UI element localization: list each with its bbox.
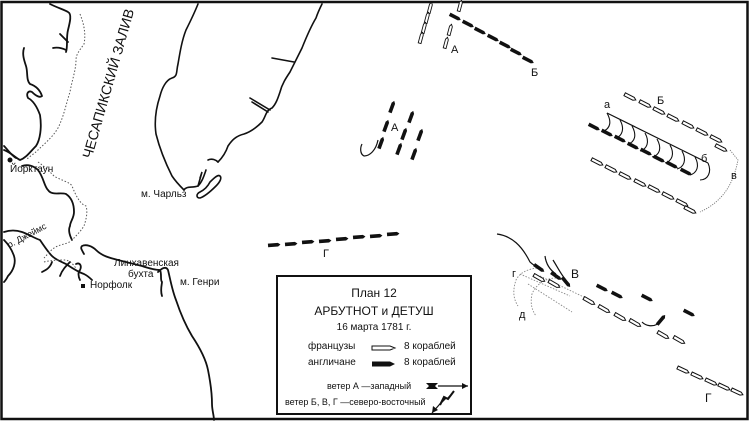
position-right-b-lower: б xyxy=(701,153,708,165)
place-cape-henry: м. Генри xyxy=(180,277,220,288)
legend-wind-a: ветер А —западный xyxy=(327,381,412,391)
place-yorktown: Йорктаун xyxy=(10,164,54,175)
legend-plan: План 12 xyxy=(351,286,397,300)
position-center-g: Г xyxy=(323,248,329,260)
place-lynnhaven-bay-2: бухта xyxy=(128,269,154,280)
legend-box: План 12 АРБУТНОТ и ДЕТУШ 16 марта 1781 г… xyxy=(276,275,472,415)
place-norfolk: Норфолк xyxy=(90,280,133,291)
position-right-a: а xyxy=(604,99,611,111)
place-cape-charles: м. Чарльз xyxy=(141,189,187,200)
east-coastline xyxy=(154,3,323,199)
legend-date: 16 марта 1781 г. xyxy=(336,322,412,333)
french-line-right-lower xyxy=(590,157,698,215)
position-bottom-g: Г xyxy=(705,391,712,405)
legend-french-label: французы xyxy=(308,341,356,352)
position-center-a: А xyxy=(391,122,399,134)
place-lynnhaven-bay-1: Линхавенская xyxy=(114,258,179,269)
legend-title: АРБУТНОТ и ДЕТУШ xyxy=(314,304,434,318)
position-lower-g: г xyxy=(512,268,517,280)
legend-wind-bvg: ветер Б, В, Г —северо-восточный xyxy=(285,397,426,407)
legend-french-count: 8 кораблей xyxy=(404,341,456,352)
legend-english-count: 8 кораблей xyxy=(404,357,456,368)
west-coastline xyxy=(3,3,215,421)
engagement-lower xyxy=(496,233,696,346)
norfolk-marker xyxy=(81,284,85,288)
position-top-b: Б xyxy=(531,67,539,79)
yorktown-marker xyxy=(7,157,13,163)
french-line-top-a xyxy=(417,0,464,50)
engagement-right xyxy=(587,112,711,181)
english-line-center-g xyxy=(267,231,400,248)
shoal-lines xyxy=(25,13,88,269)
wind-arrows-icon xyxy=(426,383,468,414)
legend-english-label: англичане xyxy=(308,357,356,368)
position-lower-v: В xyxy=(571,267,580,281)
english-ship-icon xyxy=(372,361,395,367)
position-top-a: А xyxy=(451,44,459,56)
position-right-b-upper: Б xyxy=(657,95,665,107)
english-line-top xyxy=(448,12,535,65)
english-group-center-a xyxy=(360,100,424,161)
track-v xyxy=(699,149,739,213)
french-line-right-b xyxy=(623,92,729,153)
position-lower-d: д xyxy=(519,309,526,321)
french-ship-icon xyxy=(371,345,397,351)
position-right-v: в xyxy=(731,170,737,182)
